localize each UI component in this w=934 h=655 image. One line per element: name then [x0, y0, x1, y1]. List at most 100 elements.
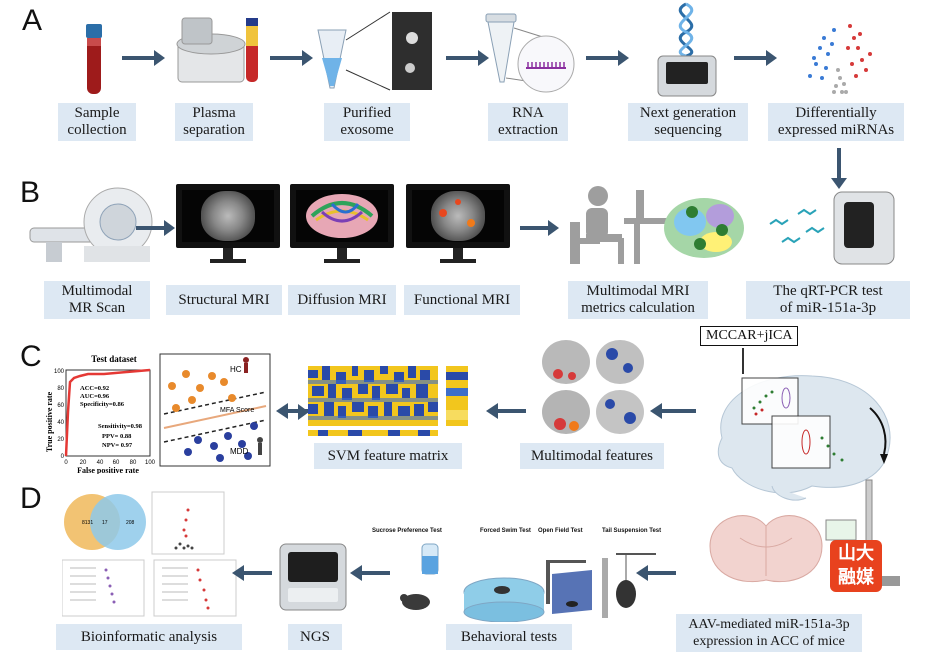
roc-ytick: 60	[57, 403, 64, 409]
bioinformatic-plots-icon: 8131 17 208	[62, 491, 237, 617]
test-label-sucrose: Sucrose Preference Test	[372, 528, 442, 534]
watermark-logo: 山大 融媒	[830, 540, 882, 592]
person-mdd-icon	[257, 437, 263, 455]
roc-stat: Specificity=0.86	[80, 401, 125, 408]
monitor-functional	[406, 184, 510, 248]
svg-text:208: 208	[126, 520, 135, 526]
roc-xtick: 100	[145, 460, 156, 466]
ngs-machine-icon	[279, 543, 347, 611]
roc-axes	[65, 369, 151, 457]
monitor-stand	[453, 248, 463, 260]
mri-scanner-icon	[29, 187, 153, 262]
roc-curve	[64, 368, 151, 457]
roc-ytick: 100	[54, 369, 65, 375]
label-aav: AAV-mediated miR-151a-3p expression in A…	[676, 614, 862, 652]
roc-xtick: 60	[113, 460, 120, 466]
label-behavioral-tests: Behavioral tests	[446, 624, 572, 650]
label-mri-metrics: Multimodal MRI metrics calculation	[568, 281, 708, 319]
svg-text:17: 17	[102, 520, 108, 526]
roc-chart: Test dataset True positive rate 0 20 40 …	[45, 354, 156, 474]
analysis-workstation-icon	[570, 186, 744, 264]
roc-stat: AUC=0.96	[80, 393, 110, 400]
arrow-a5	[734, 50, 777, 66]
label-structural-mri: Structural MRI	[166, 285, 282, 315]
panel-letter-d: D	[20, 482, 42, 515]
test-label-tail: Tail Suspension Test	[602, 528, 662, 534]
scatter-score: MFA Score	[220, 407, 254, 414]
arrow-c3	[650, 403, 696, 419]
centrifuge-icon	[176, 17, 258, 83]
arrow-d1	[232, 565, 272, 581]
brain-functional-icon	[431, 191, 485, 241]
arrow-a3	[446, 50, 489, 66]
test-label-open-field: Open Field Test	[538, 528, 583, 534]
panel-letter-b: B	[20, 176, 41, 209]
arrow-a-down	[831, 148, 847, 189]
watermark-line1: 山大	[838, 543, 874, 564]
roc-xtick: 20	[80, 460, 87, 466]
test-label-swim: Forced Swim Test	[480, 528, 531, 534]
roc-title: Test dataset	[91, 354, 136, 364]
panel-letter-a: A	[22, 4, 43, 37]
mccar-box: MCCAR+jICA	[700, 326, 799, 346]
label-rna-extraction: RNA extraction	[488, 103, 568, 141]
monitor-diffusion	[290, 184, 394, 248]
label-ngs-d: NGS	[288, 624, 342, 650]
roc-xtick: 40	[97, 460, 104, 466]
roc-ytick: 40	[57, 420, 64, 426]
arrow-b2	[520, 220, 559, 236]
roc-ylabel: True positive rate	[45, 391, 54, 452]
panel-letter-c: C	[20, 340, 42, 373]
monitor-base	[210, 259, 246, 263]
label-bioinformatic: Bioinformatic analysis	[56, 624, 242, 650]
label-differential-mirnas: Differentially expressed miRNAs	[768, 103, 904, 141]
sequencer-icon	[657, 2, 717, 97]
roc-ytick: 80	[57, 386, 64, 392]
scatter-hc: HC	[230, 365, 242, 374]
brain-fusion-icon	[717, 375, 891, 501]
monitor-stand	[223, 248, 233, 260]
arrow-a1	[122, 50, 165, 66]
arrow-a2	[270, 50, 313, 66]
feature-matrix-heatmap	[308, 366, 438, 436]
brain-tractography-icon	[306, 194, 378, 238]
arrow-c1	[276, 403, 310, 419]
arrow-d2	[350, 565, 390, 581]
roc-stat: PPV= 0.88	[102, 433, 132, 440]
label-mr-scan: Multimodal MR Scan	[44, 281, 150, 319]
monitor-structural	[176, 184, 280, 248]
roc-stat: Sensitivity=0.98	[98, 423, 143, 430]
label-qrt-pcr: The qRT-PCR test of miR-151a-3p	[746, 281, 910, 319]
monitor-base	[440, 259, 476, 263]
label-multimodal-features: Multimodal features	[520, 443, 664, 469]
label-svm-matrix: SVM feature matrix	[314, 443, 462, 469]
exosome-icon	[317, 11, 432, 91]
label-functional-mri: Functional MRI	[404, 285, 520, 315]
arrow-b1	[136, 220, 175, 236]
mouse-brain-injection-icon	[709, 479, 900, 586]
roc-xlabel: False positive rate	[77, 466, 139, 474]
label-diffusion-mri: Diffusion MRI	[288, 285, 396, 315]
monitor-base	[324, 259, 360, 263]
roc-xtick: 0	[64, 460, 68, 466]
volcano-plot-icon	[808, 24, 872, 94]
label-purified-exosome: Purified exosome	[324, 103, 410, 141]
behavior-tests-icon	[400, 543, 656, 622]
monitor-stand	[337, 248, 347, 260]
svm-scatter: HC MDD MFA Score	[159, 353, 271, 467]
arrow-d3	[636, 565, 676, 581]
qpcr-machine-icon	[769, 191, 895, 265]
multimodal-brains-icon	[542, 340, 644, 434]
person-hc-icon	[243, 357, 249, 373]
roc-ytick: 20	[57, 437, 64, 443]
arrow-a4	[586, 50, 629, 66]
roc-stat: NPV= 0.97	[102, 442, 133, 449]
brain-structural-icon	[201, 191, 255, 241]
svg-text:8131: 8131	[82, 520, 93, 526]
watermark-line2: 融媒	[838, 567, 874, 588]
rna-tube-icon	[485, 13, 575, 93]
blood-tube-icon	[86, 24, 102, 94]
label-ngs: Next generation sequencing	[628, 103, 748, 141]
arrow-c2	[486, 403, 526, 419]
roc-xtick: 80	[130, 460, 137, 466]
